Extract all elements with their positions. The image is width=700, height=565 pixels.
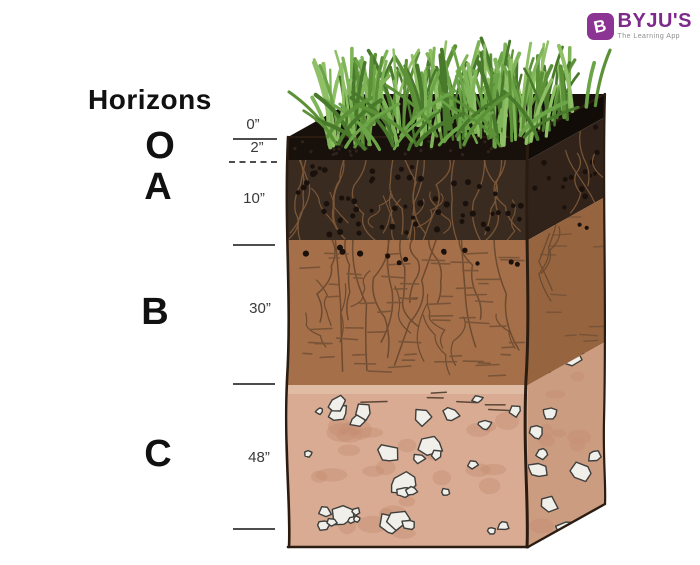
byjus-wordmark: BYJU'S [617,10,692,32]
horizon-label-c: C [144,433,172,475]
depth-tick-30in [233,383,275,385]
byjus-logo-text: BYJU'S The Learning App [618,11,692,40]
byjus-logo-letter: B [591,15,608,37]
byjus-logo: B BYJU'S The Learning App [586,11,692,40]
horizon-label-a: A [144,166,172,208]
byjus-tagline: The Learning App [617,33,681,40]
depth-mark-30in: 30” [249,300,271,317]
depth-tick-2in-dashed [229,161,277,163]
depth-tick-48in [233,528,275,530]
block-outline [523,135,530,549]
block-outline [284,135,291,549]
byjus-logo-icon: B [586,13,614,40]
depth-mark-48in: 48” [248,449,270,466]
depth-tick-0in [233,138,277,140]
depth-mark-10in: 10” [243,190,265,207]
horizon-b-texture [299,240,526,377]
depth-mark-2in: 2” [250,139,264,156]
block-outline [602,92,607,506]
horizon-b-side [528,197,605,385]
horizon-label-b: B [141,291,169,333]
horizon-o-side [528,94,605,160]
block-outline [526,502,607,549]
grass-layer [287,36,612,152]
depth-mark-0in: 0” [246,116,260,133]
diagram-heading: Horizons [88,84,212,115]
depth-tick-10in [233,244,275,246]
horizon-c-side [528,342,605,547]
horizon-a-texture [288,160,524,240]
horizon-b-front [288,240,528,385]
horizon-label-o: O [145,125,175,167]
horizon-c-texture [304,391,521,539]
